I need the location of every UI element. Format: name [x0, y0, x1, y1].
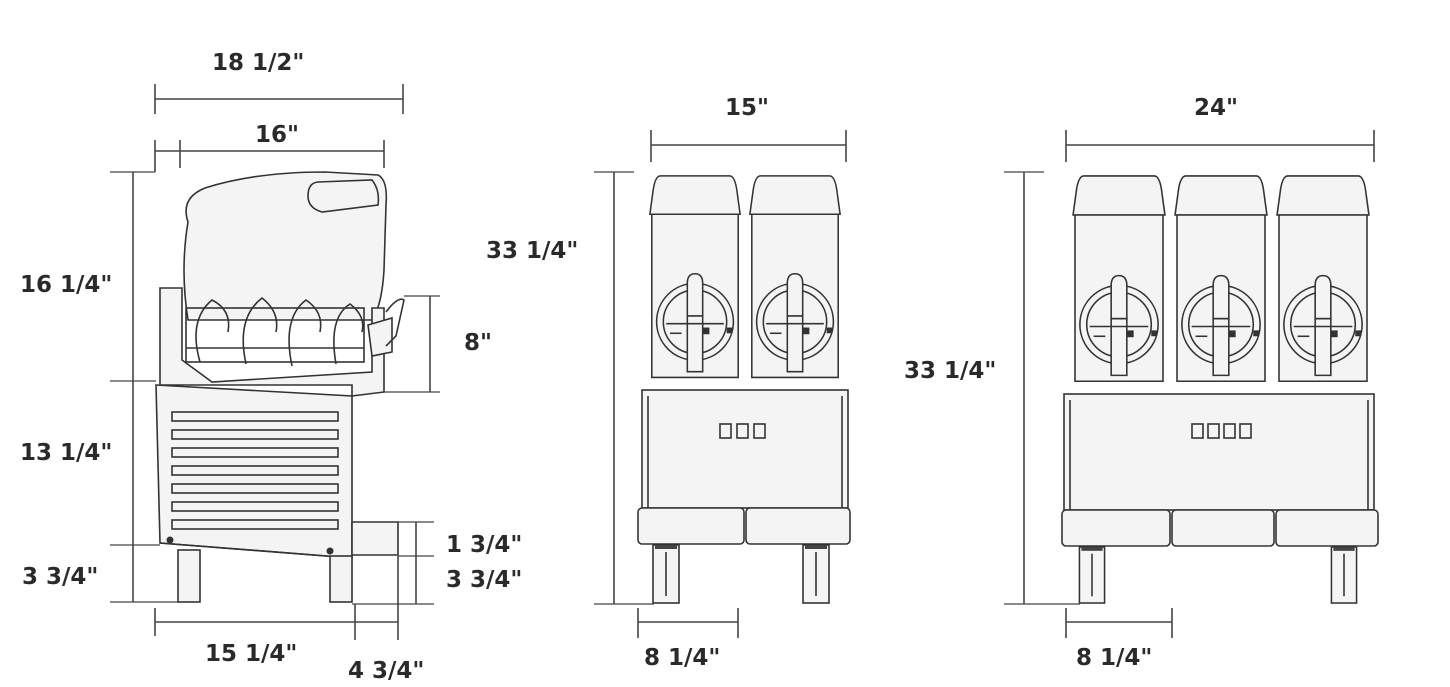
auger-height-label: 8" — [464, 330, 492, 356]
base-height-label: 13 1/4" — [20, 440, 112, 466]
leg-height-left-label: 3 3/4" — [22, 564, 98, 590]
triple-bowl-3 — [1276, 175, 1370, 383]
triple-cabinet — [1063, 393, 1375, 511]
side-bowl-body — [159, 287, 385, 397]
triple-height-label: 33 1/4" — [904, 358, 996, 384]
double-height-label: 33 1/4" — [486, 238, 578, 264]
double-dimensions — [594, 130, 847, 638]
double-front-view — [637, 175, 851, 604]
triple-leg-spacing-label: 8 1/4" — [1076, 645, 1152, 671]
base-depth-label: 15 1/4" — [205, 641, 297, 667]
drip-tray-height-label: 1 3/4" — [446, 532, 522, 558]
double-bowl-2 — [749, 175, 841, 379]
side-view — [155, 171, 405, 603]
double-width-label: 15" — [725, 95, 769, 121]
side-cabinet — [155, 384, 353, 559]
triple-width-label: 24" — [1194, 95, 1238, 121]
side-dimensions — [110, 84, 440, 640]
double-cabinet — [641, 389, 849, 509]
triple-bowl-2 — [1174, 175, 1268, 383]
triple-front-view — [1061, 175, 1379, 604]
bowl-height-label: 16 1/4" — [20, 272, 112, 298]
triple-bowl-1 — [1072, 175, 1166, 383]
double-bowl-1 — [649, 175, 741, 379]
leg-height-right-label: 3 3/4" — [446, 567, 522, 593]
overall-width-label: 18 1/2" — [212, 50, 304, 76]
triple-labels: 24" 33 1/4" 8 1/4" — [904, 95, 1238, 671]
triple-dimensions — [1004, 130, 1375, 638]
double-leg-spacing-label: 8 1/4" — [644, 645, 720, 671]
side-labels: 18 1/2" 16" 16 1/4" 8" 13 1/4" 1 3/4" 3 … — [20, 50, 522, 684]
double-labels: 15" 33 1/4" 8 1/4" — [486, 95, 769, 671]
tray-overhang-label: 4 3/4" — [348, 658, 424, 684]
bowl-width-label: 16" — [255, 122, 299, 148]
side-lid-handle — [307, 179, 380, 213]
